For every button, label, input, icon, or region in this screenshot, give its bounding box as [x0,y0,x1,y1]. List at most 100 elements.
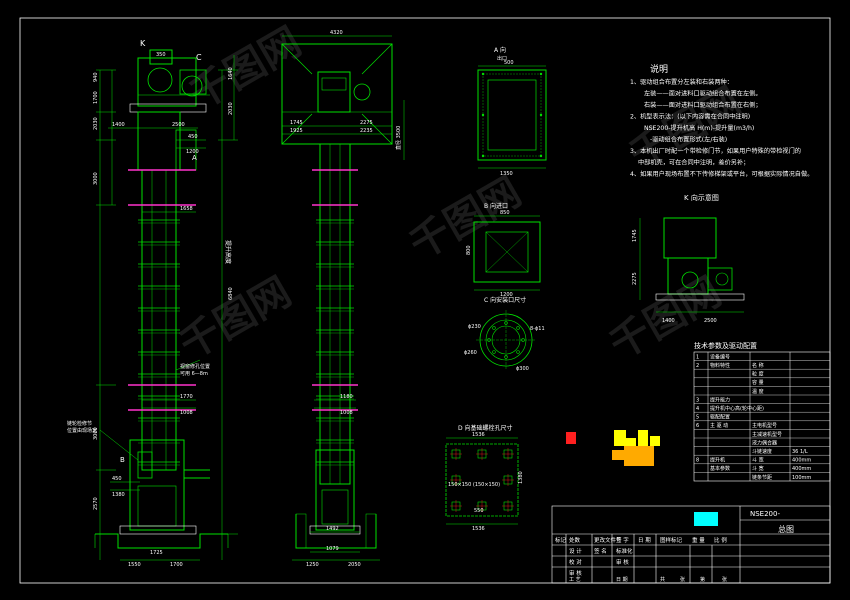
svg-text:500: 500 [504,60,514,66]
svg-text:设 计: 设 计 [569,547,582,555]
svg-text:校 对: 校 对 [569,558,582,566]
svg-text:1200: 1200 [500,292,513,298]
model-number: NSE200- [750,510,780,518]
svg-text:1745: 1745 [290,120,303,126]
svg-text:B 向进口: B 向进口 [484,202,508,210]
param-cell: 2 [696,363,699,369]
svg-text:处数: 处数 [569,536,581,544]
svg-text:签 字: 签 字 [616,536,629,544]
svg-text:2570: 2570 [93,497,99,510]
svg-text:C 向安装口尺寸: C 向安装口尺寸 [484,296,526,304]
svg-text:940: 940 [93,72,99,82]
param-cell: 容 量 [752,379,764,386]
svg-text:ϕ260: ϕ260 [464,350,477,356]
note-line: 4、如果用户现场布置不下传修梯架或平台，可根据实际情况自做。 [630,170,813,178]
note-line: 中部机壳，可在合同中注明，差价另补； [638,159,749,167]
svg-text:D 向基础螺栓孔尺寸: D 向基础螺栓孔尺寸 [458,424,513,432]
svg-text:审 核: 审 核 [616,558,629,566]
svg-text:千图网: 千图网 [182,19,309,119]
d-view: D 向基础螺栓孔尺寸 1536 1536 150×150 (150×150) 5… [445,424,524,532]
param-cell: 提升机中心高(轮中心距) [710,405,764,412]
svg-text:签 名: 签 名 [594,547,607,555]
svg-text:1400: 1400 [112,122,125,128]
svg-text:1380: 1380 [518,471,524,484]
note-line: 2、机型表示法：(以下内容需在合同中注明) [630,113,750,121]
param-cell: 4 [696,406,699,412]
param-cell: 基本参数 [710,465,730,472]
door-note2: 可用 6—8m [180,371,208,377]
svg-text:张: 张 [680,576,685,583]
note-line: 右装——面对进料口驱动组合布置在右侧； [644,101,762,109]
svg-text:1770: 1770 [180,394,193,400]
svg-text:2050: 2050 [348,562,361,568]
svg-text:2275: 2275 [360,120,373,126]
svg-text:1658: 1658 [180,206,193,212]
svg-text:技术参数及驱动配置: 技术参数及驱动配置 [694,341,757,350]
svg-text:1925: 1925 [290,128,303,134]
note-line: 3、本机出厂时配一个带检修门节，如果用户特殊的带检视门的 [630,147,801,155]
svg-text:标记: 标记 [555,536,567,544]
svg-text:1700: 1700 [93,91,99,104]
svg-text:1350: 1350 [500,171,513,177]
red-marker [566,432,576,444]
side-elevation-view: 4320 1745 2275 1925 2235 直径 3500 1180 10… [281,30,405,568]
svg-text:出口: 出口 [497,55,507,62]
svg-text:更改文件号: 更改文件号 [594,536,622,544]
note-line: -驱动组合布置形式(左/右装) [650,136,727,144]
note-line: 左装——面对进料口驱动组合布置在左侧。 [644,90,762,98]
param-cell: 100mm [792,475,811,481]
svg-text:工 艺: 工 艺 [569,577,581,583]
svg-text:1745: 1745 [632,229,638,242]
param-cell: 1 [696,354,699,360]
svg-text:550: 550 [474,508,484,514]
cyan-marker [694,512,718,526]
svg-text:比 例: 比 例 [714,536,727,544]
b-view: B 向进口 850 1200 800 [466,202,541,298]
param-cell: 主 驱 动 [710,422,728,429]
title-block-text: NSE200- 总图 标记 处数 更改文件号 签 字 日 期 设 计 签 名 标… [555,510,794,583]
param-cell: 设备编号 [710,353,730,360]
svg-text:1550: 1550 [128,562,141,568]
param-cell: 提升能力 [710,396,730,403]
svg-text:1079: 1079 [326,546,339,552]
label-c: C [196,53,202,62]
param-cell: 温 度 [752,388,764,395]
bolt-hole [487,338,491,342]
svg-text:800: 800 [466,245,472,255]
svg-text:审 核: 审 核 [569,569,582,577]
param-cell: 物料特性 [710,362,730,369]
svg-text:150×150 (150×150): 150×150 (150×150) [448,482,500,488]
svg-text:1008: 1008 [340,410,353,416]
door-note: 视窗修孔位置 [180,363,210,370]
svg-text:日 期: 日 期 [638,537,651,544]
param-cell: 400mm [792,458,811,464]
svg-text:1700: 1700 [170,562,183,568]
param-cell: 名 称 [752,362,764,369]
svg-text:450: 450 [188,134,198,140]
front-elevation-view: 视窗修孔位置 可用 6—8m 链轮检修节 位置由现场定 K C A B 提升高度 [67,39,238,568]
param-cell: 粒 度 [752,371,764,378]
svg-text:第: 第 [700,576,705,583]
param-cell: 斗链速度 [752,448,772,455]
svg-text:2275: 2275 [632,272,638,285]
svg-text:1492: 1492 [326,526,339,532]
svg-text:1180: 1180 [340,394,353,400]
svg-text:1725: 1725 [150,550,163,556]
label-k: K [140,39,146,48]
svg-text:1008: 1008 [180,410,193,416]
svg-text:4320: 4320 [330,30,343,36]
label-a: A [192,154,197,162]
svg-text:2030: 2030 [93,117,99,130]
svg-text:ϕ300: ϕ300 [516,366,529,372]
svg-text:日 期: 日 期 [616,577,628,583]
svg-text:3000: 3000 [93,427,99,440]
drawing-name: 总图 [778,524,794,534]
adjust-note2: 位置由现场定 [67,427,97,434]
svg-text:1380: 1380 [112,492,125,498]
param-cell: 主电机型号 [752,422,777,429]
bolt-hole [516,350,520,354]
label-b: B [120,456,125,464]
param-cell: 8 [696,458,699,464]
